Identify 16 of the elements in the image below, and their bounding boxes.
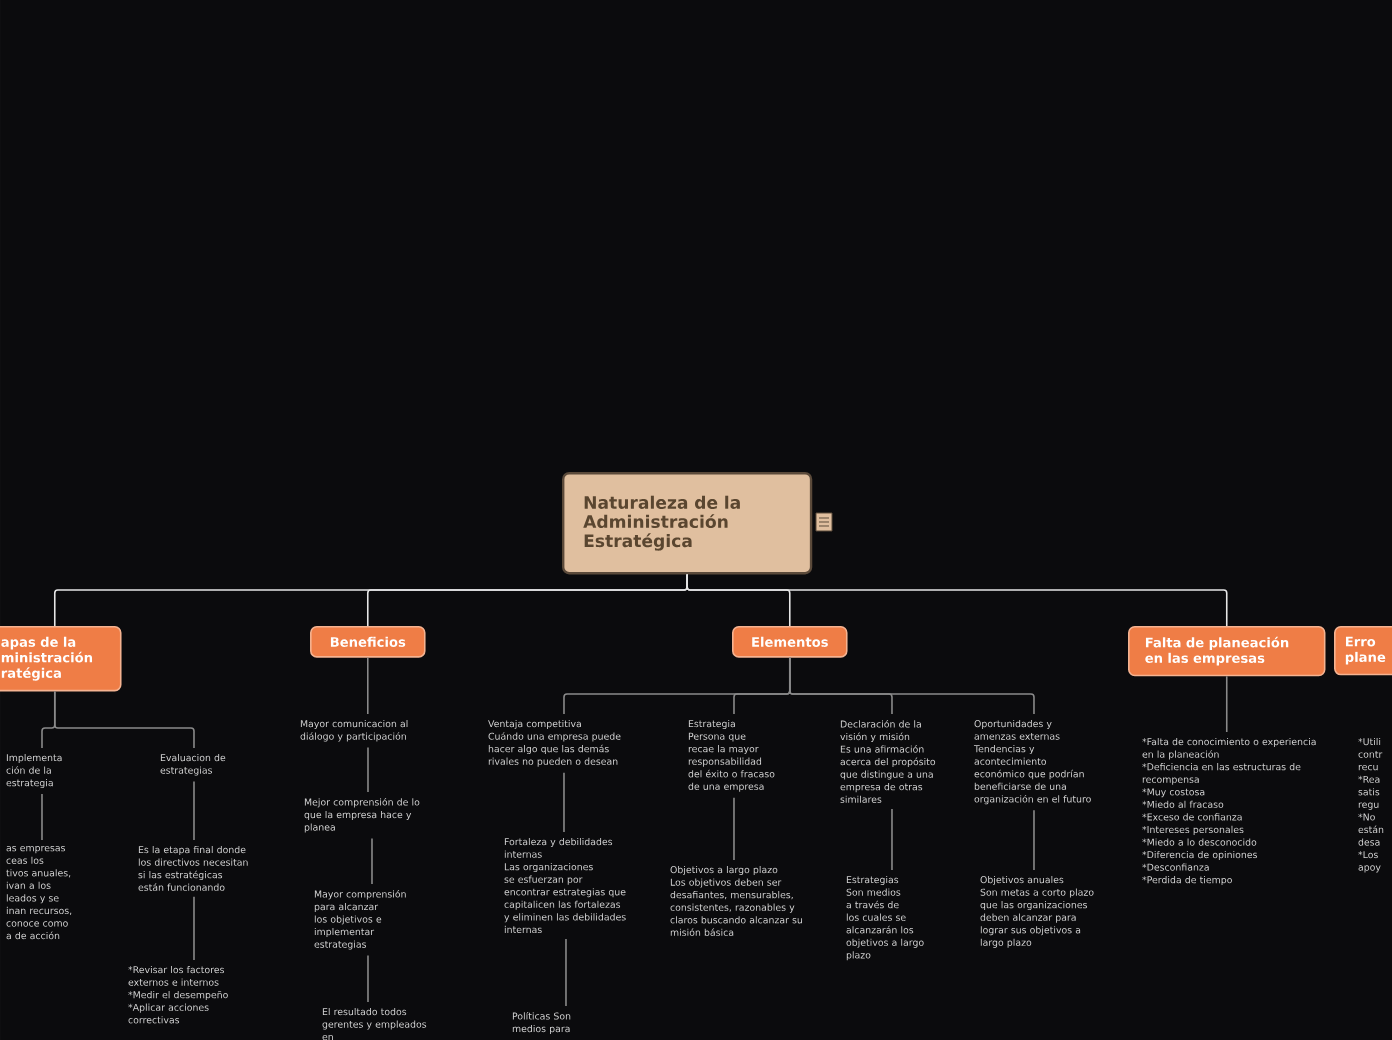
connector-line: [367, 656, 369, 715]
connector-line: [686, 573, 1228, 627]
connector-line: [563, 771, 565, 833]
connector-line: [1033, 809, 1035, 871]
connector-line: [371, 837, 373, 885]
connector-line: [565, 938, 567, 1007]
central-topic-box: Naturaleza de la Administración Estratégica: [562, 472, 813, 575]
connector-line: [1225, 675, 1228, 733]
connector-line: [891, 808, 893, 871]
connector-line: [41, 793, 43, 841]
connector-line: [733, 796, 735, 861]
connector-line: [193, 896, 195, 961]
connector-line: [367, 746, 369, 793]
connector-line: [367, 954, 369, 1003]
connector-line: [193, 780, 195, 841]
connector-line: [53, 690, 195, 749]
